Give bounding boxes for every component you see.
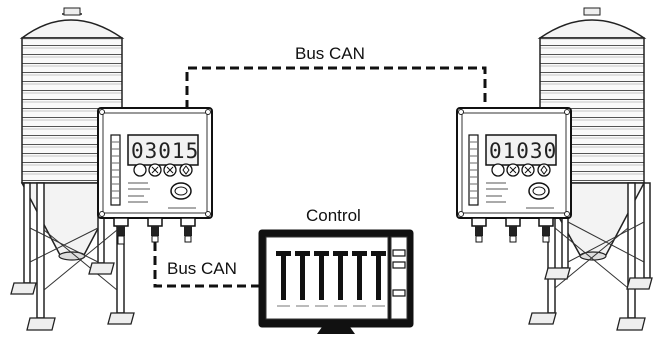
controller-right-icon — [456, 107, 572, 243]
controller-left-icon — [97, 107, 213, 245]
monitor-icon — [258, 229, 414, 334]
bus-can-bottom-label: Bus CAN — [167, 259, 237, 278]
controller-right-display: 01030 — [489, 139, 558, 163]
bus-can-top-label: Bus CAN — [295, 44, 365, 63]
controller-left-display: 03015 — [131, 139, 200, 163]
bus-can-bottom-line — [153, 242, 260, 288]
bus-can-top-line — [185, 66, 487, 109]
control-label: Control — [306, 206, 361, 225]
